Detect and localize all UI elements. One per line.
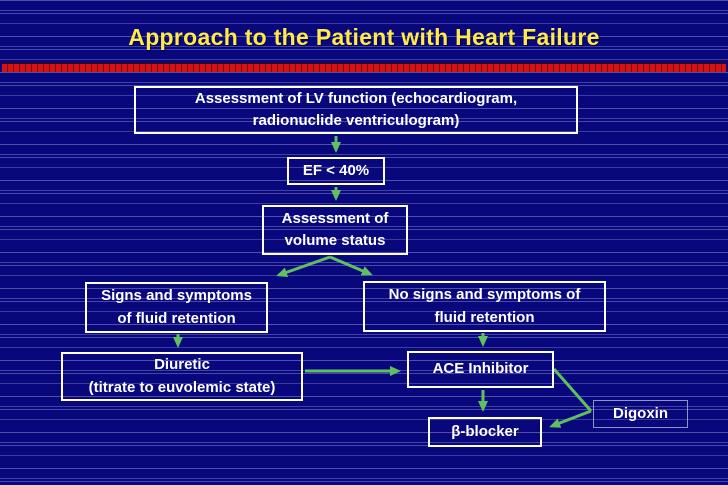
node-ef-label: EF < 40% bbox=[302, 161, 370, 179]
node-volume-line1: Assessment of bbox=[281, 209, 389, 227]
node-diuretic: Diuretic (titrate to euvolemic state) bbox=[61, 352, 303, 401]
node-ace-inhibitor: ACE Inhibitor bbox=[407, 351, 554, 388]
red-accent-bar bbox=[2, 63, 726, 72]
node-nofluid-line1: No signs and symptoms of bbox=[388, 286, 581, 303]
node-diuretic-line2: (titrate to euvolemic state) bbox=[88, 378, 276, 396]
node-ace-label: ACE Inhibitor bbox=[432, 360, 529, 378]
line-ace-to-digoxin bbox=[552, 368, 593, 412]
arrow-volume-to-fluid bbox=[276, 255, 331, 278]
node-digoxin: Digoxin bbox=[593, 400, 688, 428]
arrow-digoxin-to-beta bbox=[549, 409, 592, 428]
node-fluid-line1: Signs and symptoms bbox=[101, 287, 252, 304]
node-nofluid-line2: fluid retention bbox=[434, 308, 535, 326]
node-beta-label: β-blocker bbox=[451, 422, 519, 440]
node-volume-line2: volume status bbox=[284, 232, 386, 249]
node-diuretic-line1: Diuretic bbox=[154, 356, 210, 373]
node-volume-status-assessment: Assessment of volume status bbox=[262, 205, 408, 255]
node-ef-below-40: EF < 40% bbox=[287, 157, 385, 185]
node-lv-function-line2: radionuclide ventriculogram) bbox=[252, 112, 460, 129]
node-fluid-retention-signs: Signs and symptoms of fluid retention bbox=[85, 282, 268, 333]
node-digoxin-label: Digoxin bbox=[613, 404, 668, 422]
node-fluid-line2: of fluid retention bbox=[117, 309, 236, 327]
node-beta-blocker: β-blocker bbox=[428, 417, 542, 447]
node-no-fluid-retention-signs: No signs and symptoms of fluid retention bbox=[363, 281, 606, 332]
arrow-volume-to-nofluid bbox=[329, 255, 373, 276]
node-lv-function-line1: Assessment of LV function (echocardiogra… bbox=[194, 90, 518, 108]
node-lv-function-assessment: Assessment of LV function (echocardiogra… bbox=[134, 86, 578, 134]
slide-title: Approach to the Patient with Heart Failu… bbox=[128, 24, 600, 50]
